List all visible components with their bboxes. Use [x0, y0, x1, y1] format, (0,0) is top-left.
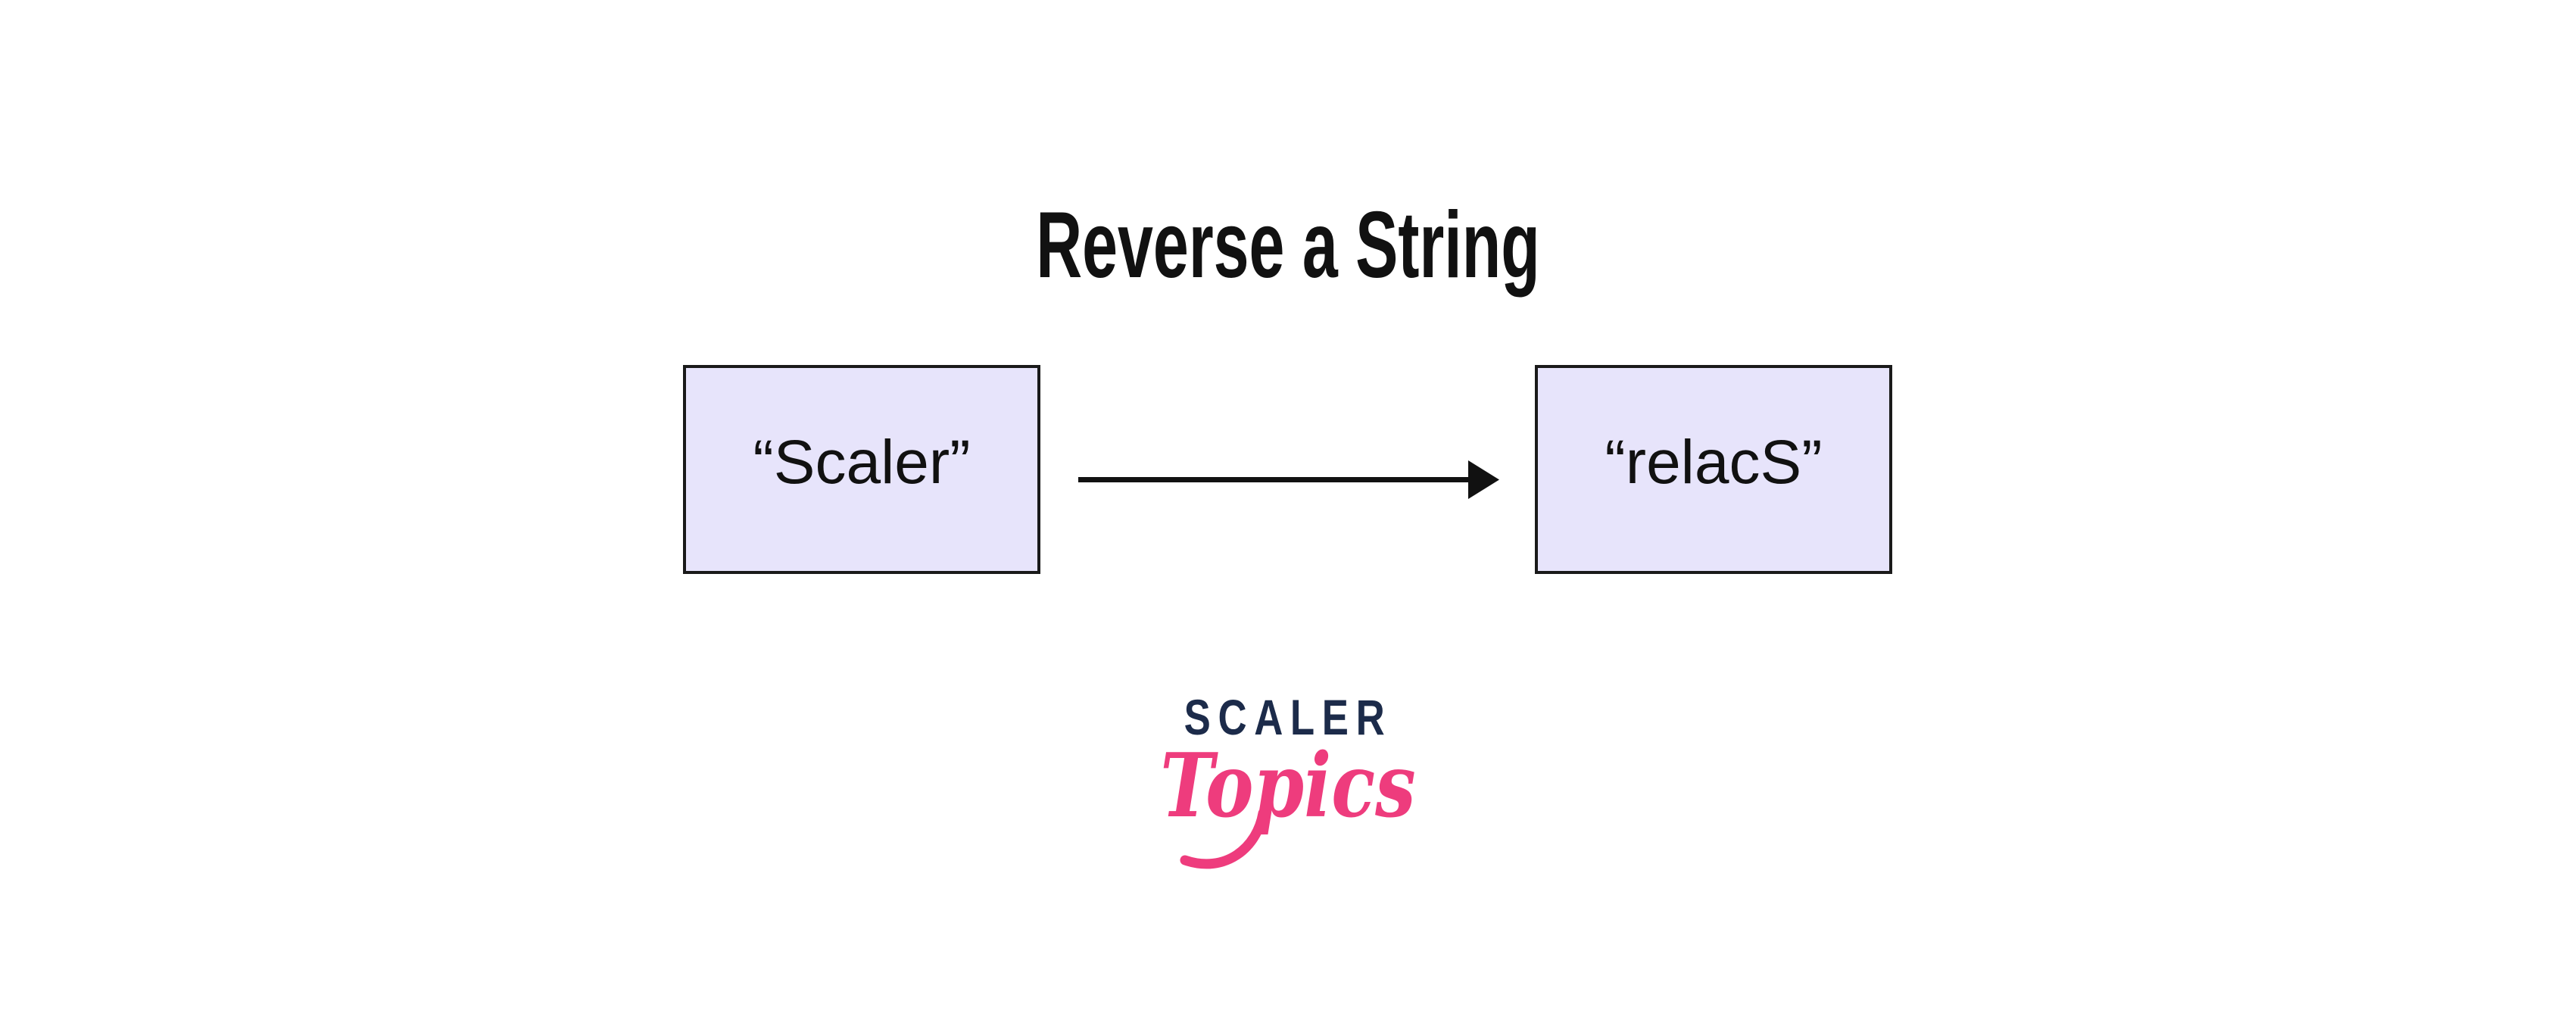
logo-swash-flourish [1180, 808, 1268, 869]
logo-brand-text: SCALER [1184, 689, 1392, 745]
output-string-label: “relacS” [1605, 428, 1823, 497]
arrow-head [1468, 460, 1499, 499]
swash-curve [1180, 808, 1268, 869]
input-string-label: “Scaler” [753, 428, 971, 497]
diagram-title: Reverse a String [1036, 193, 1540, 298]
input-string-box: “Scaler” [683, 365, 1040, 574]
output-string-box: “relacS” [1535, 365, 1892, 574]
logo-product-text: Topics [1160, 735, 1416, 837]
right-arrow-icon [1078, 460, 1499, 499]
